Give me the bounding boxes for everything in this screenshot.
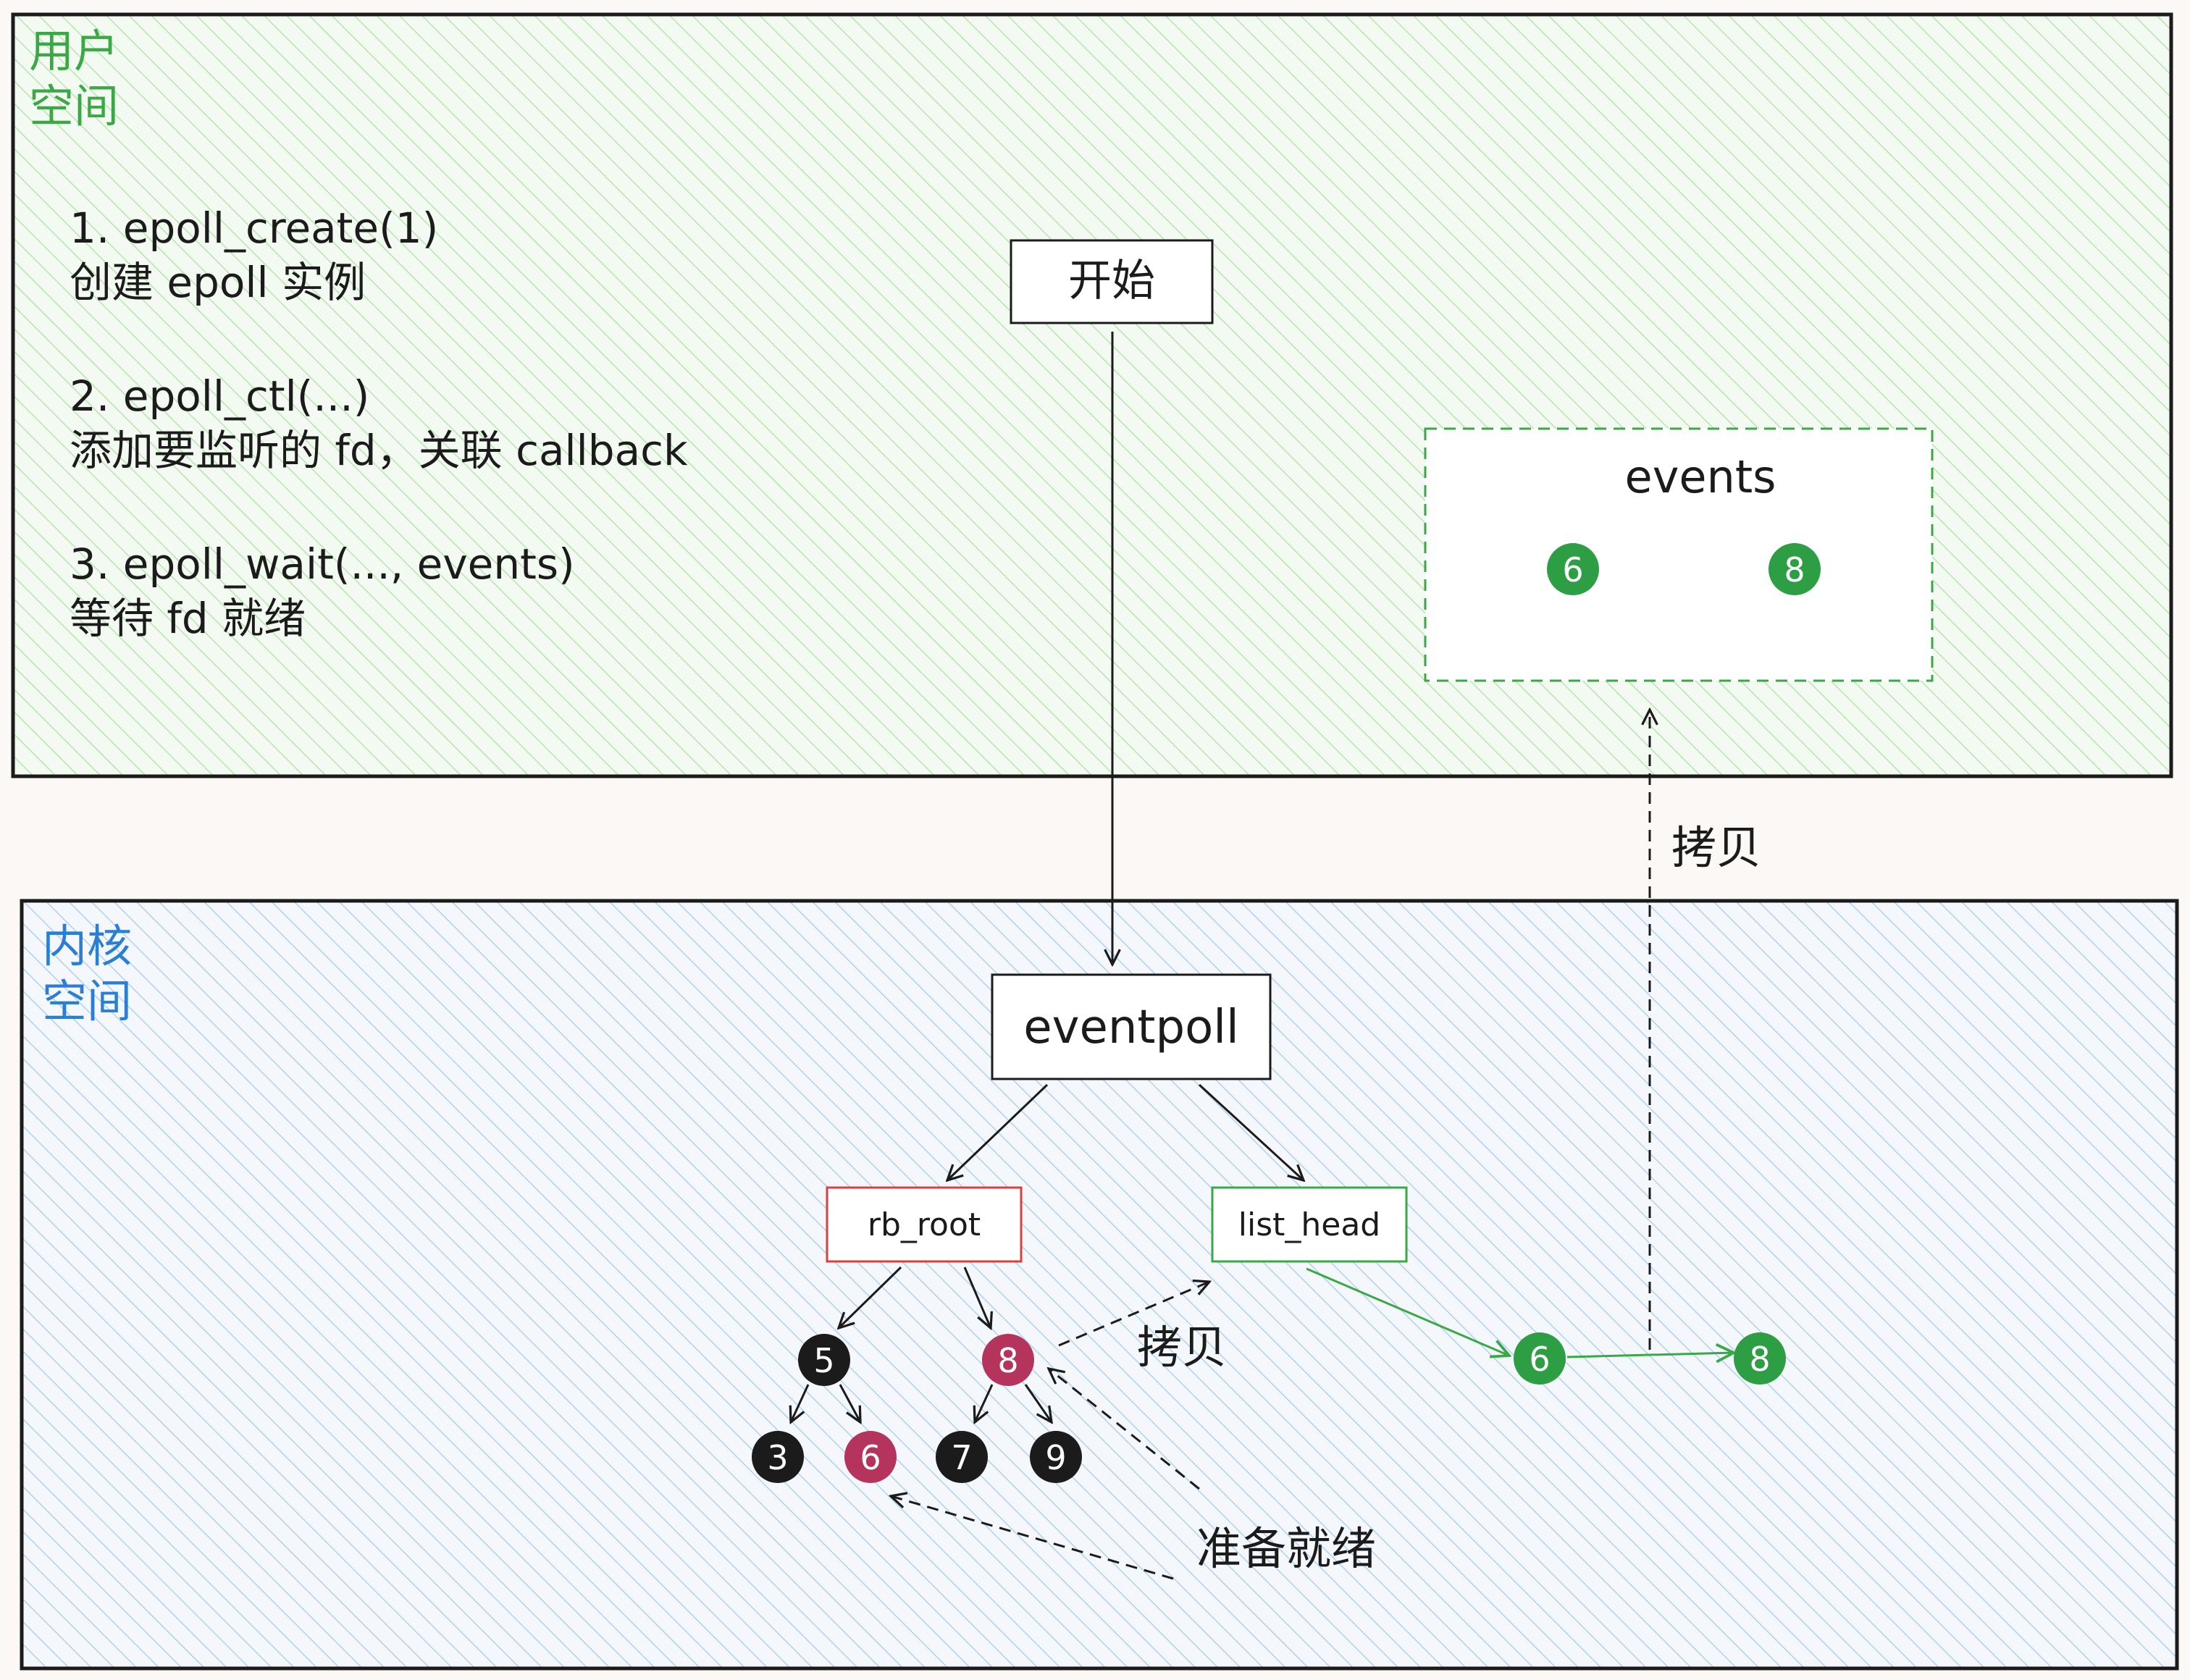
tree-node-5: 5 [798, 1334, 850, 1386]
kernel-space-label-2: 空间 [42, 975, 132, 1028]
tree-node-9: 9 [1030, 1431, 1082, 1483]
ready-node-6: 6 [1514, 1332, 1566, 1385]
svg-text:6: 6 [1562, 550, 1583, 589]
svg-text:3: 3 [767, 1438, 788, 1477]
eventpoll-label: eventpoll [1023, 1001, 1239, 1054]
kernel-copy-label: 拷贝 [1137, 1321, 1227, 1374]
tree-node-6: 6 [844, 1431, 897, 1483]
svg-text:8: 8 [1749, 1340, 1770, 1379]
events-label: events [1625, 450, 1776, 503]
step-3-desc: 等待 fd 就绪 [70, 594, 306, 643]
ready-label: 准备就绪 [1196, 1522, 1376, 1575]
arrow-rb-root-to-8 [963, 1267, 991, 1328]
ready-node-8: 8 [1734, 1332, 1786, 1385]
arrow-rb-root-to-5 [839, 1266, 902, 1328]
eventpoll-box [991, 973, 1272, 1080]
tree-node-3: 3 [752, 1431, 804, 1483]
arrow-eventpoll-to-rb-root [947, 1083, 1049, 1180]
kernel-space-region: 内核 空间 eventpoll rb_root list_head [20, 899, 2179, 1671]
tree-node-8: 8 [982, 1334, 1034, 1386]
kernel-space-label-1: 内核 [42, 920, 132, 973]
tree-node-7: 7 [936, 1431, 988, 1483]
svg-text:6: 6 [860, 1438, 881, 1477]
events-box [1424, 427, 1934, 682]
arrow-5-to-3 [791, 1384, 810, 1422]
svg-text:6: 6 [1529, 1340, 1550, 1379]
ready-list-nodes: 6 8 [1514, 1332, 1786, 1385]
arrow-6-to-8 [1566, 1353, 1734, 1357]
rb-tree-nodes: 5 8 3 6 7 9 [752, 1334, 1082, 1483]
arrow-eventpoll-to-list-head [1198, 1083, 1304, 1180]
step-2-call: 2. epoll_ctl(...) [70, 371, 369, 421]
step-3-call: 3. epoll_wait(..., events) [70, 539, 575, 589]
rb-root-label: rb_root [868, 1206, 981, 1243]
list-head-label: list_head [1238, 1206, 1380, 1243]
arrow-8-to-7 [975, 1384, 994, 1422]
copy-up-label: 拷贝 [1671, 821, 1761, 874]
arrow-ready-to-8 [1049, 1369, 1200, 1490]
svg-text:5: 5 [813, 1341, 834, 1380]
list-head-box [1211, 1186, 1408, 1263]
arrow-8-copy-to-list-head [1058, 1282, 1209, 1347]
arrow-ready-to-6 [891, 1496, 1174, 1580]
events-item-6: 6 [1547, 543, 1599, 595]
start-label: 开始 [1068, 256, 1155, 306]
arrow-list-head-to-6 [1306, 1267, 1509, 1356]
user-space-label-1: 用户 [29, 25, 119, 77]
rb-root-box [826, 1186, 1023, 1263]
arrow-5-to-6 [839, 1384, 860, 1422]
arrows [791, 332, 1734, 1580]
step-2-desc: 添加要监听的 fd，关联 callback [70, 426, 688, 475]
step-1-desc: 创建 epoll 实例 [70, 258, 366, 307]
user-space-label-2: 空间 [29, 80, 119, 133]
events-item-8: 8 [1769, 543, 1821, 595]
start-box [1010, 239, 1214, 324]
svg-text:9: 9 [1045, 1438, 1066, 1477]
user-space-region: 用户 空间 1. epoll_create(1) 创建 epoll 实例 2. … [11, 12, 2173, 778]
svg-text:8: 8 [1784, 550, 1805, 589]
arrow-8-to-9 [1024, 1384, 1052, 1422]
svg-text:8: 8 [997, 1341, 1018, 1380]
svg-text:7: 7 [951, 1438, 972, 1477]
step-1-call: 1. epoll_create(1) [70, 203, 438, 253]
